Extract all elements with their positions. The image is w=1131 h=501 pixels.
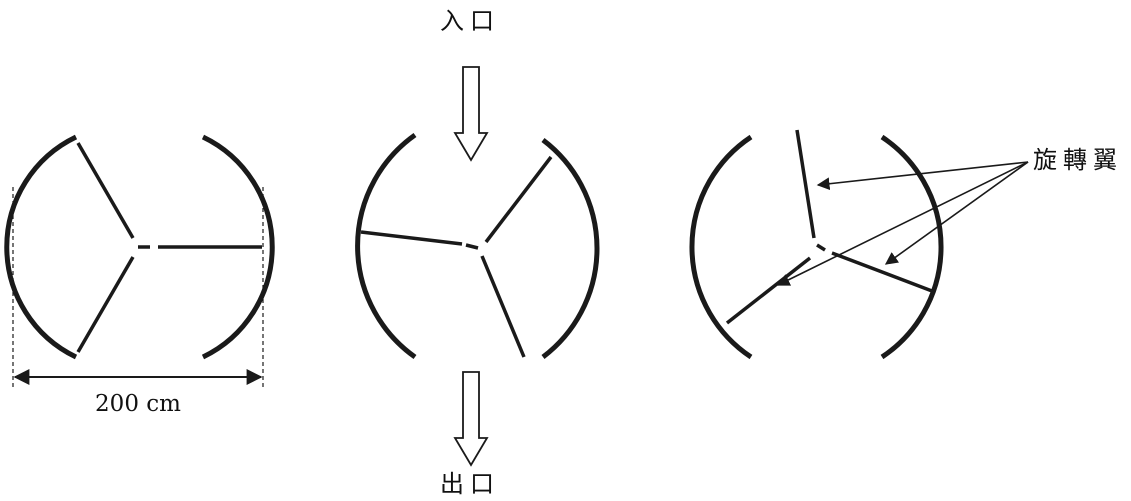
- width-label: 200 cm: [95, 391, 181, 417]
- door-right: [689, 129, 944, 360]
- callout-arrow-1: [816, 161, 1029, 191]
- door-right-blade-1: [795, 129, 816, 239]
- door-middle-wall-right: [541, 138, 600, 359]
- door-middle: [355, 132, 600, 360]
- exit-arrow: [453, 371, 489, 467]
- door-right-wall-left: [689, 134, 753, 360]
- door-right-hub: [816, 243, 826, 252]
- blades-label: 旋轉翼: [1033, 146, 1123, 174]
- door-left-blade-1: [76, 142, 135, 239]
- dimension-width: [12, 187, 264, 388]
- door-left-wall-left: [4, 134, 78, 360]
- door-middle-hub: [465, 243, 479, 250]
- door-right-blade-2: [831, 251, 933, 293]
- blade-callouts: [776, 161, 1029, 286]
- door-left-blade-3: [76, 256, 135, 353]
- entrance-label: 入口: [440, 7, 500, 35]
- exit-label: 出口: [440, 470, 500, 498]
- entrance-arrow: [453, 66, 489, 162]
- door-left-wall-right: [201, 134, 275, 360]
- door-middle-blade-2: [484, 155, 553, 244]
- door-middle-blade-1: [360, 230, 463, 246]
- door-right-wall-right: [880, 134, 944, 360]
- door-left: [4, 134, 275, 360]
- door-right-blade-3: [725, 256, 812, 325]
- door-middle-wall-left: [355, 132, 417, 360]
- callout-arrow-2: [776, 161, 1029, 286]
- callout-arrow-3: [884, 161, 1029, 265]
- door-middle-blade-3: [480, 255, 526, 358]
